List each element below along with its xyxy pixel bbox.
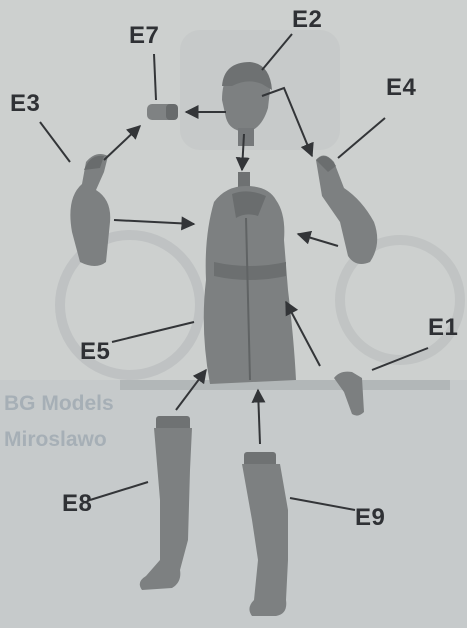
arrow-head-to-torso (242, 134, 244, 170)
arrow-e9-to-torso (258, 390, 260, 444)
label-e7: E7 (129, 24, 159, 48)
leader-e9 (290, 498, 355, 510)
leader-e8 (90, 482, 148, 500)
leader-e2 (262, 34, 292, 70)
leader-e7 (154, 54, 156, 100)
arrow-e4-to-torso (298, 234, 338, 246)
arrow-e3-to-e7 (104, 126, 140, 160)
arrow-e8-to-torso (176, 370, 206, 410)
leader-e5 (112, 322, 194, 342)
label-e5: E5 (80, 340, 110, 364)
arrow-e3-to-torso (114, 220, 194, 224)
arrow-e2-to-e4 (262, 88, 312, 156)
arrow-e1-to-torso (286, 302, 320, 366)
label-e3: E3 (10, 92, 40, 116)
leader-e1 (372, 348, 428, 370)
leader-e3 (40, 122, 70, 162)
leader-e4 (338, 118, 385, 158)
label-e4: E4 (386, 76, 416, 100)
label-e1: E1 (428, 316, 458, 340)
label-e9: E9 (355, 506, 385, 530)
label-e2: E2 (292, 8, 322, 32)
label-e8: E8 (62, 492, 92, 516)
